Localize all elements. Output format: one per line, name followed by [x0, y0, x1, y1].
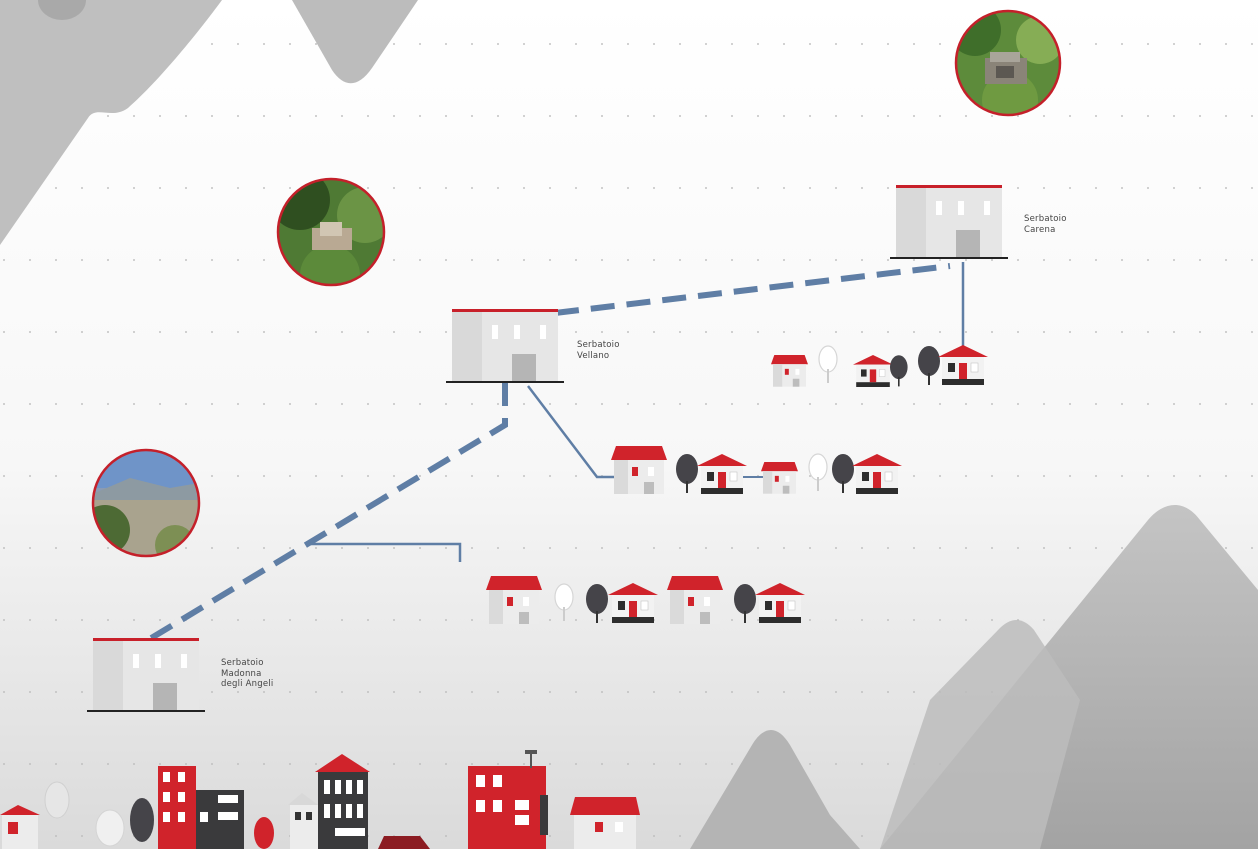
- reservoir-label-madonna: Serbatoio Madonna degli Angeli: [221, 658, 274, 689]
- tree-icon: [95, 809, 125, 847]
- house-icon: [611, 446, 667, 494]
- city-building-icon: [158, 766, 196, 849]
- reservoir-label-carena: Serbatoio Carena: [1024, 214, 1067, 235]
- house-icon: [667, 576, 723, 624]
- reservoir-building-icon: [87, 638, 205, 712]
- tree-icon: [44, 781, 70, 819]
- house-icon: [0, 805, 40, 849]
- mountain-peak-small: [38, 0, 86, 20]
- city-building-icon: [196, 790, 244, 849]
- pipe-madonna-village: [308, 542, 462, 562]
- tree-icon: [254, 817, 274, 849]
- city-skyline: [0, 750, 640, 849]
- tree-icon: [130, 798, 154, 842]
- mountain-top-center: [292, 0, 418, 84]
- house-icon: [570, 797, 640, 849]
- city-building-icon: [468, 750, 548, 849]
- reservoir-building-icon: [446, 309, 564, 383]
- city-building-icon: [288, 793, 318, 849]
- dashed-pipe-carena-vellano: [554, 263, 951, 316]
- pipe-network: [146, 262, 965, 643]
- dashed-pipe-vellano-madonna: [146, 382, 508, 643]
- reservoir-building-icon: [890, 185, 1008, 259]
- mountain-right-mid: [690, 730, 860, 849]
- house-icon: [771, 355, 808, 387]
- photo-thumbnail: [276, 177, 386, 287]
- reservoir-label-vellano: Serbatoio Vellano: [577, 340, 620, 361]
- mountain-right-slope: [880, 619, 1080, 849]
- car-icon: [378, 836, 430, 849]
- house-icon: [761, 462, 798, 494]
- city-building-icon: [315, 754, 370, 849]
- pipe-vellano-village: [527, 385, 614, 479]
- mountain-top-left: [0, 0, 222, 245]
- house-icon: [486, 576, 542, 624]
